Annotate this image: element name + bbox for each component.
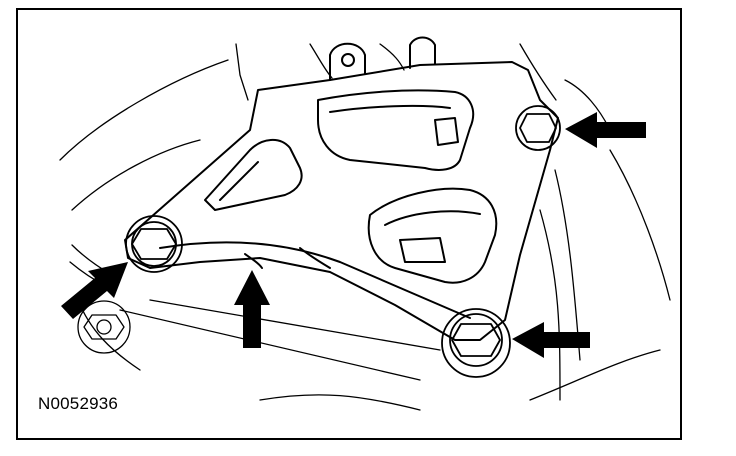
figure-id-label: N0052936 [38, 394, 119, 413]
arrow-icon [512, 322, 590, 358]
arrow-icon [565, 112, 646, 148]
callout-arrows [61, 112, 646, 358]
engine-background-lines [59, 43, 671, 411]
arrow-icon [234, 270, 270, 348]
bolt-left [125, 215, 183, 273]
bracket [124, 36, 559, 341]
bolt-upper-right [515, 105, 561, 151]
lower-left-bolt [77, 300, 131, 354]
figure-frame [16, 8, 682, 440]
bolt-lower-right [441, 308, 511, 378]
arrow-icon [61, 262, 128, 319]
